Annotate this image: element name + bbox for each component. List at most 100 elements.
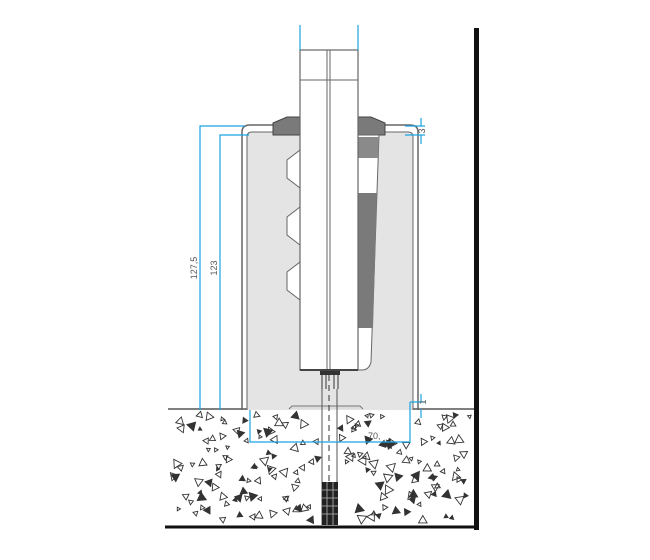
aggregate-mark [205, 411, 215, 422]
aggregate-mark [223, 500, 231, 507]
aggregate-mark [433, 460, 441, 467]
aggregate-mark [395, 448, 403, 455]
aggregate-mark [463, 492, 469, 499]
aggregate-mark [430, 435, 436, 442]
aggregate-mark [336, 424, 344, 432]
aggregate-mark [460, 478, 467, 485]
aggregate-mark [220, 416, 226, 422]
aggregate-mark [420, 437, 429, 447]
left-wedges [286, 148, 301, 302]
aggregate-mark [219, 432, 228, 441]
aggregate-mark [422, 462, 433, 472]
aggregate-mark [269, 509, 278, 519]
aggregate-mark [238, 474, 246, 482]
aggregate-mark [436, 423, 444, 431]
aggregate-mark [265, 449, 272, 456]
top-offset-label: 3 [417, 128, 427, 133]
aggregate-mark [408, 456, 414, 462]
aggregate-mark [382, 473, 394, 484]
aggregate-mark [214, 447, 220, 453]
aggregate-mark [199, 504, 206, 511]
aggregate-mark [294, 477, 301, 484]
aggregate-mark [410, 470, 420, 482]
aggregate-mark [192, 510, 199, 517]
aggregate-mark [354, 502, 366, 514]
aggregate-mark [445, 435, 456, 445]
aggregate-mark [453, 454, 461, 463]
aggregate-mark [430, 484, 441, 493]
aggregate-mark [239, 486, 249, 495]
aggregate-mark [382, 503, 389, 512]
aggregate-mark [458, 451, 469, 460]
aggregate-mark [365, 511, 375, 522]
aggregate-mark [263, 427, 274, 438]
aggregate-mark [300, 503, 310, 513]
aggregate-mark [291, 483, 300, 493]
aggregate-mark [201, 437, 209, 445]
aggregate-mark [273, 417, 285, 427]
aggregate-mark [281, 421, 290, 430]
aggregate-mark [454, 495, 465, 506]
aggregate-mark [289, 442, 299, 453]
aggregate-mark [258, 456, 270, 467]
aggregate-mark [343, 446, 353, 455]
aggregate-mark [455, 466, 461, 472]
aggregate-mark [216, 466, 221, 472]
aggregate-mark [441, 414, 449, 421]
aggregate-mark [218, 516, 227, 524]
aggregate-mark [258, 434, 264, 440]
aggregate-mark [246, 477, 252, 484]
aggregate-mark [242, 416, 249, 424]
aggregate-mark [363, 420, 372, 428]
aggregate-mark [243, 437, 249, 444]
aggregate-mark [186, 421, 197, 432]
aggregate-mark [173, 458, 183, 470]
aggregate-mark [281, 495, 290, 503]
aggregate-mark [214, 470, 222, 479]
aggregate-mark [451, 471, 462, 482]
aggregate-mark [215, 464, 223, 471]
aggregate-mark [417, 459, 423, 465]
aggregate-mark [344, 459, 350, 465]
aggregate-mark [278, 467, 289, 478]
aggregate-mark [232, 496, 238, 503]
aggregate-mark [365, 467, 371, 474]
aggregate-mark [293, 503, 302, 513]
aggregate-mark [250, 462, 258, 470]
aggregate-mark [197, 426, 203, 431]
aggregate-mark [219, 491, 229, 501]
aggregate-mark [368, 459, 379, 470]
aggregate-mark [256, 495, 262, 502]
aggregate-mark [423, 490, 433, 500]
aggregate-mark [281, 507, 291, 517]
aggregate-mark [408, 493, 415, 500]
aggregate-mark [205, 447, 212, 453]
aggregate-mark [198, 457, 208, 467]
aggregate-mark [305, 503, 311, 510]
aggregate-mark [356, 514, 368, 525]
aggregate-mark [176, 424, 185, 434]
aggregate-mark [222, 455, 229, 461]
aggregate-mark [314, 455, 322, 463]
aggregate-mark [290, 410, 300, 420]
right-gasket [357, 116, 386, 136]
aggregate-mark [211, 482, 221, 492]
aggregate-mark [193, 478, 205, 488]
aggregate-mark [436, 440, 441, 446]
aggregate-mark [370, 510, 377, 516]
aggregate-mark [413, 418, 422, 426]
aggregate-mark [379, 491, 389, 502]
aggregate-mark [195, 410, 204, 419]
aggregate-mark [394, 472, 404, 483]
aggregate-mark [204, 478, 213, 488]
aggregate-mark [442, 422, 451, 432]
aggregate-mark [253, 410, 261, 418]
aggregate-mark [181, 493, 190, 501]
aggregate-mark [298, 463, 305, 472]
aggregate-mark [225, 445, 231, 451]
aggregate-mark [403, 507, 412, 517]
aggregate-mark [401, 455, 411, 464]
aggregate-mark [445, 414, 456, 425]
aggregate-mark [256, 429, 263, 435]
aggregate-mark [380, 413, 386, 420]
